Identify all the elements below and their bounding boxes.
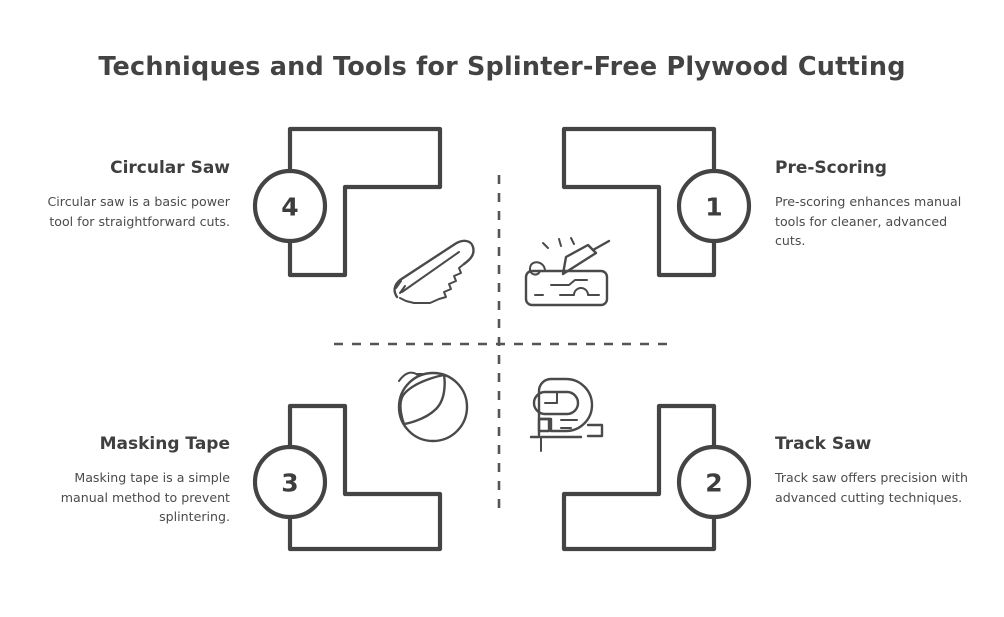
quadrant-body-pre-scoring: Pre-scoring enhances manual tools for cl…	[775, 194, 962, 249]
scoring-knife-on-wood-icon	[524, 237, 611, 307]
quadrant-shape-pre-scoring[interactable]: 1	[561, 126, 752, 278]
hand-saw-icon	[393, 239, 475, 304]
quadrant-heading-masking-tape: Masking Tape	[99, 434, 230, 454]
quadrant-text-track-saw: Track Saw Track saw offers precision wit…	[775, 434, 975, 507]
quadrant-shape-circular-saw[interactable]: 4	[252, 126, 443, 278]
quadrant-heading-track-saw: Track Saw	[775, 434, 872, 454]
step-number-2: 2	[705, 469, 722, 498]
jigsaw-icon	[529, 377, 604, 452]
quadrant-body-circular-saw: Circular saw is a basic power tool for s…	[47, 194, 231, 229]
quadrant-shape-track-saw[interactable]: 2	[561, 403, 752, 552]
bracket-shape-bottom-right	[561, 403, 717, 552]
step-circle-2[interactable]	[676, 444, 752, 520]
quadrant-body-track-saw: Track saw offers precision with advanced…	[775, 470, 968, 505]
quadrant-heading-pre-scoring: Pre-Scoring	[775, 158, 887, 178]
step-number-4: 4	[281, 193, 298, 222]
quadrant-shape-masking-tape[interactable]: 3	[252, 403, 443, 552]
quadrant-heading-circular-saw: Circular Saw	[110, 158, 230, 178]
step-circle-1[interactable]	[676, 168, 752, 244]
bracket-shape-bottom-left	[287, 403, 443, 552]
page-title: Techniques and Tools for Splinter-Free P…	[98, 52, 906, 82]
step-number-1: 1	[705, 193, 722, 222]
bracket-shape-top-left	[287, 126, 443, 278]
quadrant-text-masking-tape: Masking Tape Masking tape is a simple ma…	[30, 434, 230, 527]
step-circle-4[interactable]	[252, 168, 328, 244]
quadrant-text-circular-saw: Circular Saw Circular saw is a basic pow…	[30, 158, 231, 231]
tape-roll-icon	[397, 371, 469, 443]
step-circle-3[interactable]	[252, 444, 328, 520]
step-number-3: 3	[281, 469, 298, 498]
quadrant-text-pre-scoring: Pre-Scoring Pre-scoring enhances manual …	[775, 158, 975, 251]
quadrant-body-masking-tape: Masking tape is a simple manual method t…	[60, 470, 230, 525]
bracket-shape-top-right	[561, 126, 717, 278]
